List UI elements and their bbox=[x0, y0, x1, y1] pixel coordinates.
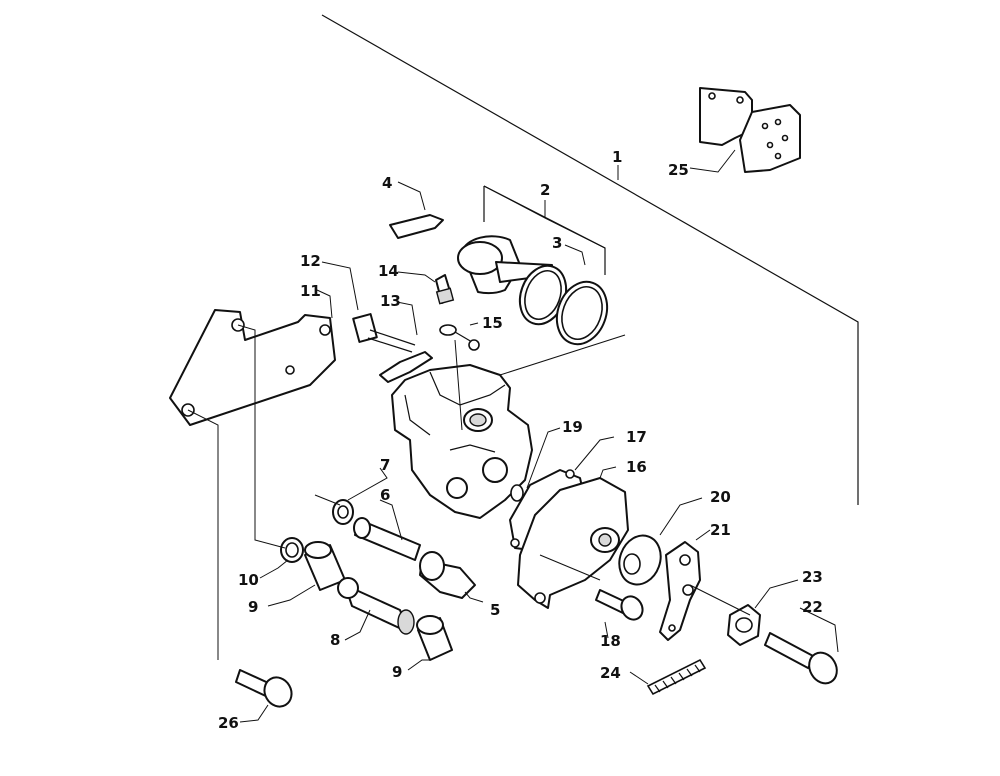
callout-22: 22 bbox=[802, 598, 823, 616]
callout-9b: 9 bbox=[392, 663, 402, 681]
washer-7 bbox=[332, 499, 354, 525]
mounting-bolt bbox=[235, 669, 293, 708]
shaft-6 bbox=[353, 517, 421, 561]
housing-bolt bbox=[595, 589, 644, 621]
callout-23: 23 bbox=[802, 568, 823, 586]
callout-6: 6 bbox=[380, 486, 390, 504]
callout-4: 4 bbox=[382, 174, 392, 192]
callout-8: 8 bbox=[330, 631, 340, 649]
callout-17: 17 bbox=[626, 428, 647, 446]
callout-20: 20 bbox=[710, 488, 731, 506]
pin-bolt bbox=[352, 313, 416, 353]
callout-10: 10 bbox=[238, 571, 259, 589]
spring-clip bbox=[439, 324, 480, 351]
callout-5: 5 bbox=[490, 601, 500, 619]
piston-5 bbox=[419, 551, 476, 599]
o-ring bbox=[510, 484, 524, 502]
callout-11: 11 bbox=[300, 282, 321, 300]
clip bbox=[389, 214, 444, 239]
callout-18: 18 bbox=[600, 632, 621, 650]
callout-1: 1 bbox=[612, 148, 622, 166]
callout-13: 13 bbox=[380, 292, 401, 310]
callout-26: 26 bbox=[218, 714, 239, 732]
assembly-bracket bbox=[321, 14, 859, 505]
bleeder-valve bbox=[435, 274, 455, 305]
callout-24: 24 bbox=[600, 664, 621, 682]
callout-15: 15 bbox=[482, 314, 503, 332]
lever-arm bbox=[659, 541, 701, 641]
brake-pads bbox=[699, 87, 801, 173]
adjuster-bolt bbox=[764, 632, 838, 685]
callout-9a: 9 bbox=[248, 598, 258, 616]
callout-25: 25 bbox=[668, 161, 689, 179]
callout-3: 3 bbox=[552, 234, 562, 252]
callout-16: 16 bbox=[626, 458, 647, 476]
callout-21: 21 bbox=[710, 521, 731, 539]
mounting-bracket bbox=[169, 309, 336, 426]
callout-2: 2 bbox=[540, 181, 550, 199]
seals bbox=[518, 264, 609, 346]
bushing-9b bbox=[416, 615, 453, 661]
leader-lines bbox=[187, 149, 839, 723]
retainer-clip bbox=[379, 351, 433, 383]
callout-19: 19 bbox=[562, 418, 583, 436]
callout-7: 7 bbox=[380, 456, 390, 474]
sleeve-8 bbox=[337, 577, 415, 635]
return-spring bbox=[646, 658, 707, 696]
bushing-9a bbox=[304, 541, 346, 591]
callout-12: 12 bbox=[300, 252, 321, 270]
lock-nut bbox=[727, 604, 761, 646]
callout-14: 14 bbox=[378, 262, 399, 280]
callouts: 1 2 3 4 5 6 7 8 9 9 10 11 12 13 14 15 16… bbox=[218, 148, 823, 732]
washer-10 bbox=[280, 537, 304, 563]
cam bbox=[618, 534, 662, 586]
caliper-body bbox=[391, 364, 533, 519]
